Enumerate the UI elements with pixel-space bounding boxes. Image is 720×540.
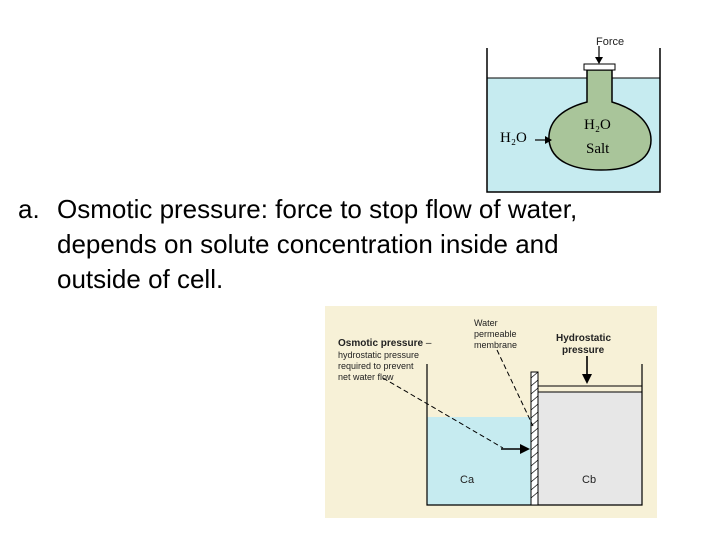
membrane-label-line-3: membrane (474, 340, 518, 350)
flow-arrow-head (520, 444, 530, 454)
beaker-walls (486, 48, 661, 193)
force-label: Force (596, 36, 625, 48)
right-concentration-label: Cb (582, 474, 597, 486)
osmotic-pressure-title: Osmotic pressure – (338, 338, 431, 349)
right-compartment-fluid (538, 392, 642, 505)
bulb-water-label: H₂O (584, 117, 611, 133)
outside-water-label: H₂O (500, 130, 527, 146)
hydrostatic-arrow-head (582, 374, 592, 384)
osmotic-pressure-figure (325, 306, 657, 518)
bullet-marker: a. (18, 194, 40, 224)
osmotic-title-text: Osmotic pressure (338, 338, 424, 349)
force-arrow-head (595, 57, 603, 64)
membrane-label-line-1: Water (474, 318, 498, 328)
osmotic-dash: – (425, 338, 432, 349)
piston (583, 63, 616, 71)
bulb-salt-label: Salt (586, 141, 610, 157)
bullet-point: a. Osmotic pressure: force to stop flow o… (18, 192, 578, 297)
inflow-arrow-head (545, 136, 552, 144)
osmometer-bulb (548, 69, 652, 171)
left-compartment-fluid (427, 417, 531, 505)
bullet-text: Osmotic pressure: force to stop flow of … (57, 194, 578, 294)
left-concentration-label: Ca (460, 474, 475, 486)
hydrostatic-label-line-1: Hydrostatic (556, 333, 612, 344)
hydrostatic-label-line-2: pressure (562, 345, 605, 356)
osmotic-desc-line-3: net water flow (338, 372, 394, 382)
membrane-hatching (530, 371, 539, 499)
osmometer-figure (486, 46, 661, 193)
membrane-label-line-2: permeable (474, 329, 517, 339)
osmotic-leader-line (382, 377, 504, 449)
osmotic-desc-line-2: required to prevent (338, 361, 414, 371)
membrane (530, 371, 539, 506)
membrane-leader-line (496, 349, 534, 427)
osmotic-desc-line-1: hydrostatic pressure (338, 350, 420, 360)
